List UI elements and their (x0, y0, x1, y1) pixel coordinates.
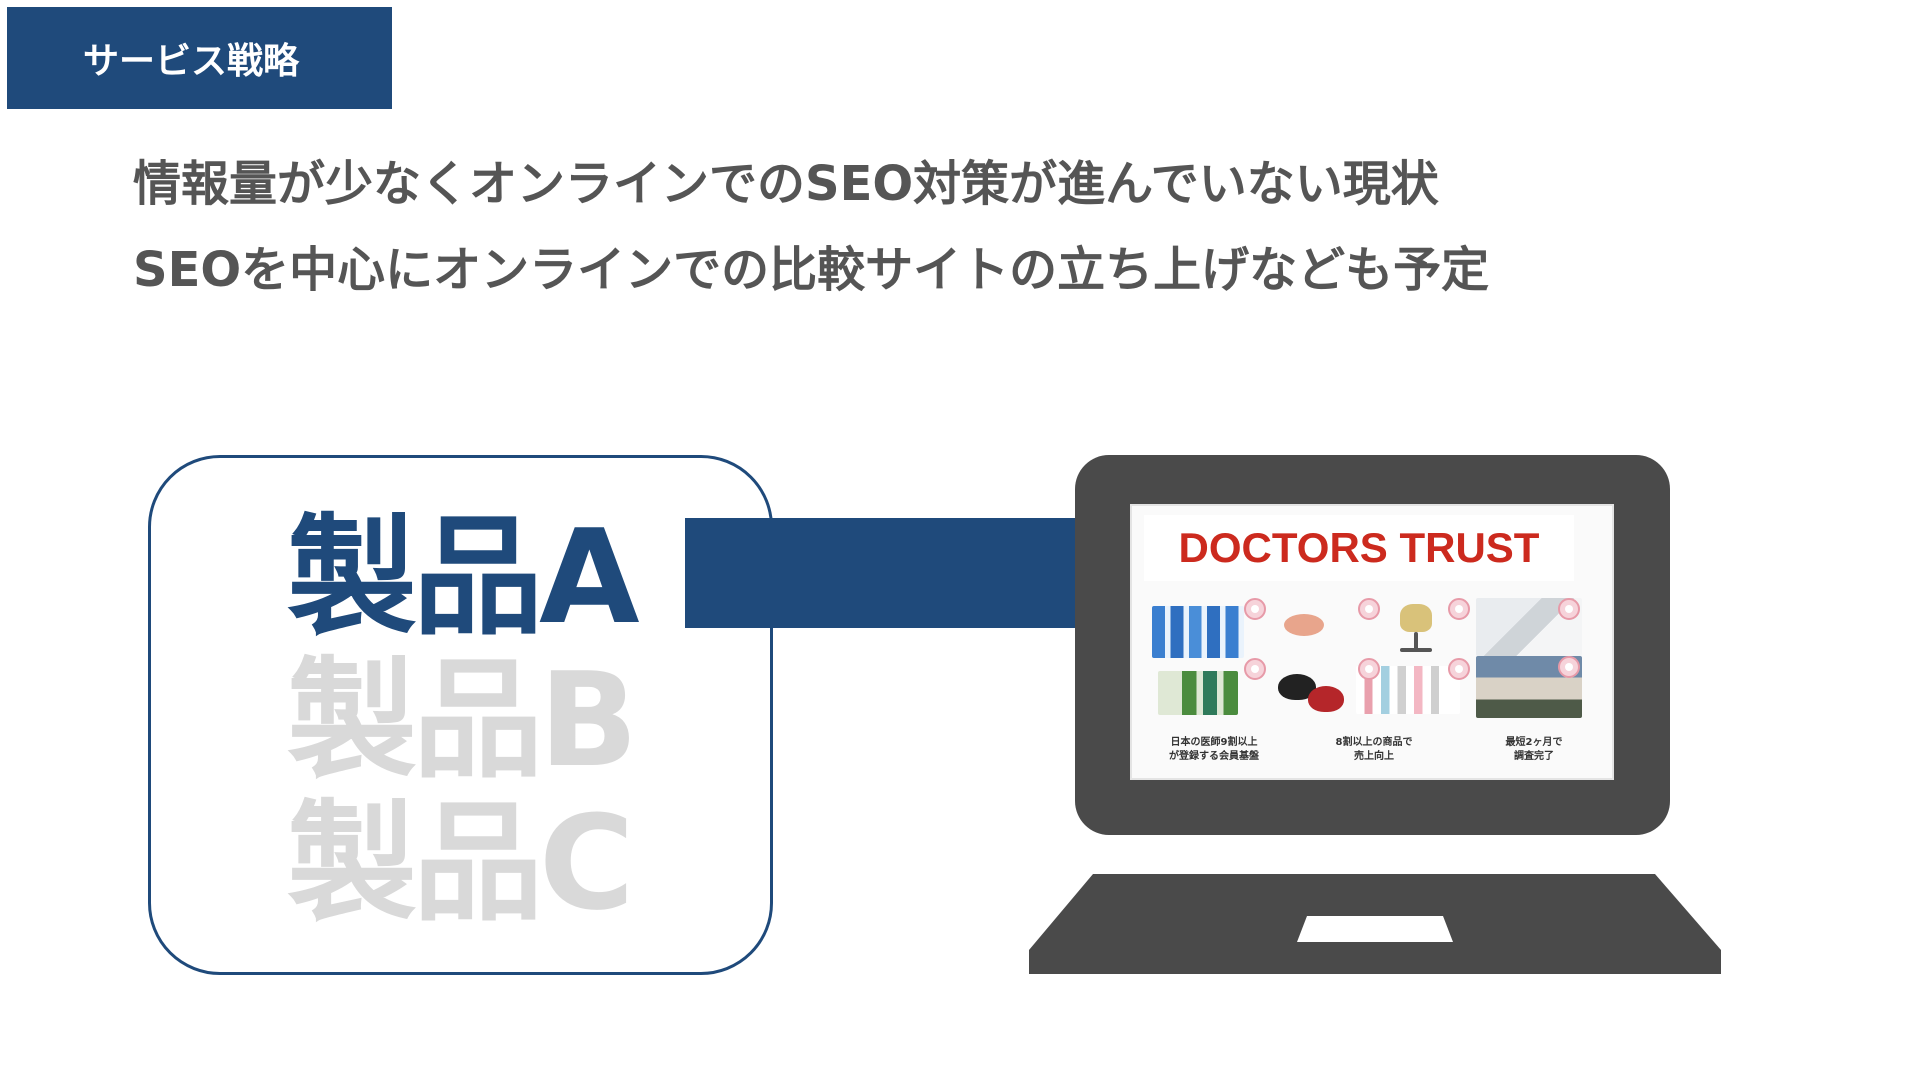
award-badge-icon (1244, 598, 1266, 620)
stat-line: 調査完了 (1514, 751, 1554, 762)
award-badge-icon (1558, 598, 1580, 620)
section-title-tab: サービス戦略 (7, 7, 392, 109)
stat-line: 日本の医師9割以上 (1170, 737, 1258, 748)
product-a-label: 製品A (287, 501, 640, 653)
laptop-screen: DOCTORS TRUST 日本の医師9割以上 が登録する会員基盤 8割以上の商… (1130, 504, 1614, 780)
section-title: サービス戦略 (83, 41, 300, 82)
headline-line-2: SEOを中心にオンラインでの比較サイトの立ち上げなども予定 (133, 242, 1490, 298)
laptop-base (1029, 874, 1721, 974)
stat-survey-speed: 最短2ヶ月で 調査完了 (1469, 736, 1599, 764)
product-image-mouse-red (1308, 686, 1344, 712)
product-image-cans (1158, 671, 1238, 715)
product-c-label: 製品C (287, 787, 634, 939)
headline-line-1: 情報量が少なくオンラインでのSEO対策が進んでいない現状 (133, 156, 1439, 212)
stat-line: 8割以上の商品で (1335, 737, 1413, 748)
product-image-chair-feet (1400, 648, 1432, 652)
stat-line: が登録する会員基盤 (1169, 751, 1259, 762)
stat-sales-up: 8割以上の商品で 売上向上 (1309, 736, 1439, 764)
brand-banner: DOCTORS TRUST (1144, 515, 1574, 581)
product-b-label: 製品B (287, 644, 638, 796)
product-image-chair (1400, 604, 1432, 632)
award-badge-icon (1448, 598, 1470, 620)
award-badge-icon (1358, 598, 1380, 620)
product-image-bottles (1152, 606, 1244, 658)
arrow-right-icon (685, 518, 1155, 628)
product-image-chair-base (1414, 632, 1418, 650)
product-image-food (1284, 614, 1324, 636)
award-badge-icon (1558, 656, 1580, 678)
award-badge-icon (1358, 658, 1380, 680)
brand-logo-text: DOCTORS TRUST (1178, 524, 1540, 571)
stat-line: 最短2ヶ月で (1505, 737, 1563, 748)
stat-line: 売上向上 (1354, 751, 1394, 762)
trackpad (1297, 916, 1453, 942)
stat-member-base: 日本の医師9割以上 が登録する会員基盤 (1149, 736, 1279, 764)
award-badge-icon (1448, 658, 1470, 680)
product-list-box (148, 455, 773, 975)
award-badge-icon (1244, 658, 1266, 680)
